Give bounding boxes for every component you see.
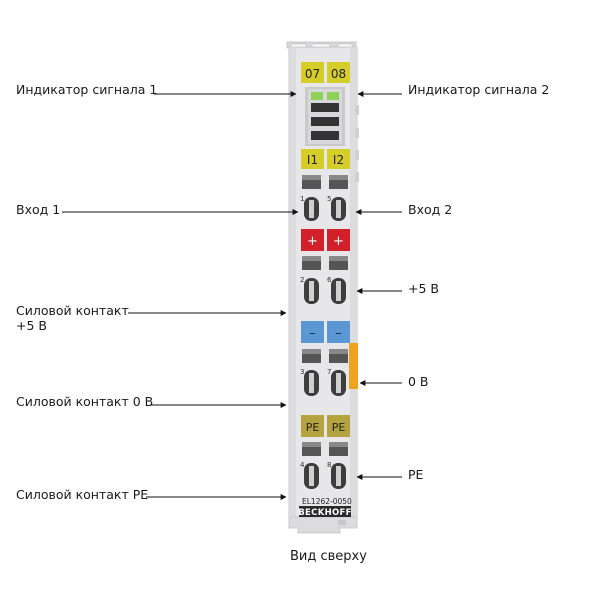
model-number: EL1262-0050: [302, 497, 352, 506]
svg-text:+: +: [307, 234, 318, 249]
label-power-contact-0v: Силовой контакт 0 В: [16, 394, 154, 409]
svg-text:08: 08: [331, 67, 346, 81]
svg-text:–: –: [335, 326, 342, 341]
svg-text:I2: I2: [333, 153, 344, 167]
label-zero-v: 0 В: [408, 374, 429, 389]
svg-text:–: –: [309, 326, 316, 341]
label-pe: PE: [408, 467, 424, 482]
led-window: [305, 87, 345, 146]
label-signal-led-2: Индикатор сигнала 2: [408, 82, 550, 97]
led-tab-08: 08: [327, 62, 350, 83]
label-power-contact-5v-line2: +5 В: [16, 318, 47, 333]
brand-logo: BECKHOFF: [298, 508, 351, 518]
svg-text:I1: I1: [307, 153, 318, 167]
minus-tab-right: –: [327, 321, 350, 343]
minus-tab-left: –: [301, 321, 324, 343]
label-signal-led-1: Индикатор сигнала 1: [16, 82, 158, 97]
label-input-2: Вход 2: [408, 202, 453, 217]
signal-led-1: [311, 92, 323, 100]
terminal-row-2: 2 6: [300, 256, 348, 304]
label-plus-5v: +5 В: [408, 281, 439, 296]
svg-text:PE: PE: [306, 421, 320, 434]
svg-text:3: 3: [300, 368, 304, 376]
terminal-row-1: 1 5: [300, 175, 348, 221]
pe-tab-right: PE: [327, 415, 350, 437]
input-tab-i2: I2: [327, 149, 350, 169]
pe-tab-left: PE: [301, 415, 324, 437]
svg-text:5: 5: [327, 195, 331, 203]
svg-text:07: 07: [305, 67, 320, 81]
label-input-1: Вход 1: [16, 202, 61, 217]
label-power-contact-5v-line1: Силовой контакт: [16, 303, 129, 318]
orange-side-tab: [349, 343, 358, 389]
terminal-row-3: 3 7: [300, 349, 348, 396]
plus-tab-left: +: [301, 229, 324, 251]
plus-tab-right: +: [327, 229, 350, 251]
svg-text:PE: PE: [332, 421, 346, 434]
input-tab-i1: I1: [301, 149, 324, 169]
svg-text:6: 6: [327, 276, 332, 284]
terminal-row-4: 4 8: [300, 442, 348, 489]
brand-plate: BECKHOFF: [298, 506, 351, 518]
svg-text:4: 4: [300, 461, 305, 469]
caption-top-view: Вид сверху: [290, 549, 367, 564]
svg-text:1: 1: [300, 195, 304, 203]
svg-text:8: 8: [327, 461, 331, 469]
svg-text:2: 2: [300, 276, 304, 284]
signal-led-2: [327, 92, 339, 100]
svg-text:+: +: [333, 234, 344, 249]
svg-text:7: 7: [327, 368, 331, 376]
led-tab-07: 07: [301, 62, 324, 83]
label-power-contact-pe: Силовой контакт PE: [16, 487, 149, 502]
